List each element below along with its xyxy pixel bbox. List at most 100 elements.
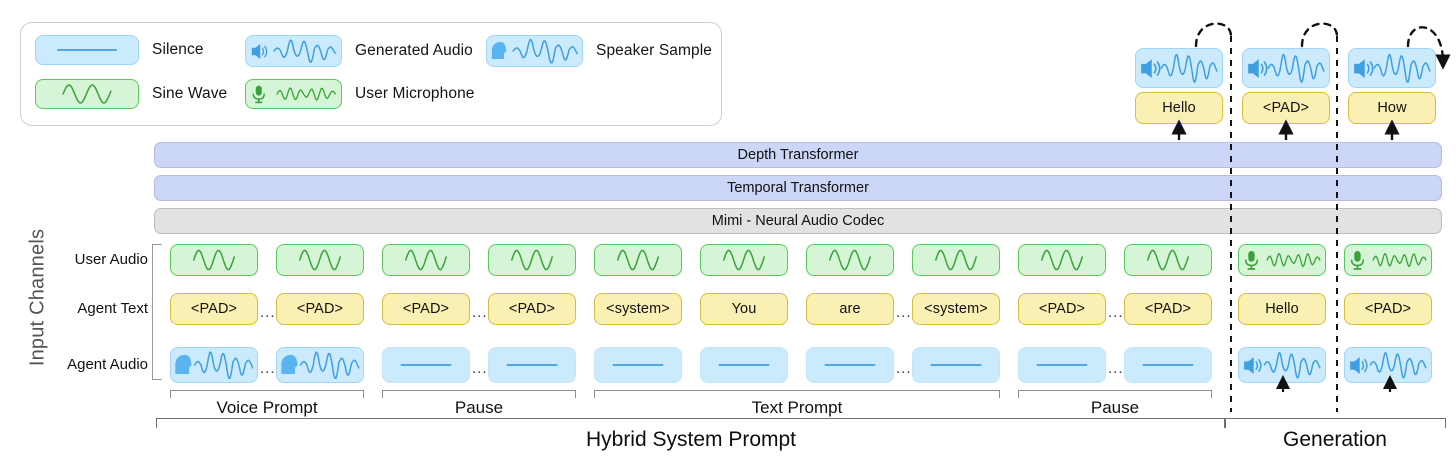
generated-text-label: <PAD>	[1262, 100, 1310, 116]
agent-text-cell: <system>	[594, 293, 682, 325]
group-label-pause-2: Pause	[1090, 398, 1140, 417]
row-label-agent-audio: Agent Audio	[67, 356, 148, 373]
generated-text-output-2: How	[1348, 92, 1436, 124]
phase-label-hybrid-system-prompt: Hybrid System Prompt	[585, 428, 797, 451]
ellipsis-separator: ...	[1108, 360, 1124, 377]
agent-text-token: <PAD>	[1038, 301, 1086, 317]
legend-item-generated-audio: Generated Audio	[245, 35, 473, 67]
agent-text-cell: <PAD>	[276, 293, 364, 325]
agent-text-cell: <PAD>	[382, 293, 470, 325]
group-label-pause-1: Pause	[454, 398, 504, 417]
bracket-pause-2	[1018, 390, 1212, 398]
agent-text-cell: Hello	[1238, 293, 1326, 325]
user-audio-cell	[700, 244, 788, 276]
agent-text-cell: <PAD>	[1344, 293, 1432, 325]
agent-text-token: <PAD>	[190, 301, 238, 317]
agent-text-token: <PAD>	[402, 301, 450, 317]
agent-text-cell: <PAD>	[1018, 293, 1106, 325]
agent-audio-cell	[170, 347, 258, 383]
legend-item-speaker-sample: Speaker Sample	[486, 35, 712, 67]
input-channels-section-label: Input Channels	[26, 228, 49, 367]
agent-audio-cell	[594, 347, 682, 383]
ellipsis-separator: ...	[896, 360, 912, 377]
agent-text-cell: are	[806, 293, 894, 325]
row-label-user-audio: User Audio	[74, 251, 148, 268]
agent-text-token: <PAD>	[1144, 301, 1192, 317]
legend-item-label: Sine Wave	[152, 85, 228, 102]
agent-audio-cell	[700, 347, 788, 383]
agent-text-token: <system>	[606, 301, 670, 317]
user-audio-cell	[276, 244, 364, 276]
generated-audio-icon	[245, 35, 342, 67]
ellipsis-separator: ...	[260, 304, 276, 321]
user-audio-cell	[1018, 244, 1106, 276]
legend-item-silence-line: Silence	[35, 35, 204, 65]
agent-audio-cell	[382, 347, 470, 383]
input-channels-bracket	[152, 244, 162, 380]
user-audio-cell	[1238, 244, 1326, 276]
agent-text-token: You	[731, 301, 757, 317]
bracket-voice-prompt	[170, 390, 364, 398]
agent-audio-cell	[1344, 347, 1432, 383]
agent-audio-cell	[806, 347, 894, 383]
legend-item-label: Speaker Sample	[596, 42, 712, 59]
agent-text-token: are	[839, 301, 861, 317]
agent-text-cell: You	[700, 293, 788, 325]
agent-text-token: <PAD>	[296, 301, 344, 317]
user-audio-cell	[594, 244, 682, 276]
generated-text-output-0: Hello	[1135, 92, 1223, 124]
row-label-agent-text: Agent Text	[77, 300, 148, 317]
ellipsis-separator: ...	[472, 360, 488, 377]
user-audio-cell	[382, 244, 470, 276]
agent-audio-cell	[912, 347, 1000, 383]
group-label-voice-prompt: Voice Prompt	[216, 398, 318, 417]
user-microphone-icon	[245, 79, 342, 109]
agent-text-token: Hello	[1265, 301, 1299, 317]
agent-audio-cell	[1124, 347, 1212, 383]
generated-audio-output-1	[1242, 48, 1330, 88]
ellipsis-separator: ...	[260, 360, 276, 377]
user-audio-cell	[1124, 244, 1212, 276]
ellipsis-separator: ...	[1108, 304, 1124, 321]
bracket-text-prompt	[594, 390, 1000, 398]
agent-text-token: <PAD>	[508, 301, 556, 317]
agent-audio-cell	[1238, 347, 1326, 383]
agent-text-cell: <PAD>	[170, 293, 258, 325]
speaker-sample-icon	[486, 35, 583, 67]
agent-audio-cell	[1018, 347, 1106, 383]
agent-text-token: <PAD>	[1364, 301, 1412, 317]
sine-wave-icon	[35, 79, 139, 109]
agent-text-token: <system>	[924, 301, 988, 317]
ellipsis-separator: ...	[896, 304, 912, 321]
user-audio-cell	[170, 244, 258, 276]
bracket-generation	[1224, 418, 1446, 428]
bracket-hybrid-system-prompt	[156, 418, 1226, 428]
legend-item-label: User Microphone	[355, 85, 475, 102]
legend-item-label: Generated Audio	[355, 42, 473, 59]
depth-transformer: Depth Transformer	[154, 142, 1442, 168]
generated-text-label: Hello	[1162, 100, 1196, 116]
depth-transformer-label: Depth Transformer	[737, 147, 859, 163]
user-audio-cell	[912, 244, 1000, 276]
audio-codec: Mimi - Neural Audio Codec	[154, 208, 1442, 234]
temporal-transformer-label: Temporal Transformer	[727, 180, 869, 196]
user-audio-cell	[488, 244, 576, 276]
temporal-transformer: Temporal Transformer	[154, 175, 1442, 201]
legend-item-label: Silence	[152, 41, 204, 58]
agent-text-cell: <PAD>	[1124, 293, 1212, 325]
agent-audio-cell	[488, 347, 576, 383]
phase-label-generation: Generation	[1283, 428, 1387, 451]
audio-codec-label: Mimi - Neural Audio Codec	[711, 213, 885, 229]
silence-line-icon	[35, 35, 139, 65]
user-audio-cell	[806, 244, 894, 276]
generated-audio-output-2	[1348, 48, 1436, 88]
generated-text-output-1: <PAD>	[1242, 92, 1330, 124]
legend-item-user-microphone: User Microphone	[245, 79, 475, 109]
agent-text-cell: <system>	[912, 293, 1000, 325]
generated-text-label: How	[1377, 100, 1407, 116]
group-label-text-prompt: Text Prompt	[751, 398, 843, 417]
user-audio-cell	[1344, 244, 1432, 276]
legend-item-sine-wave: Sine Wave	[35, 79, 227, 109]
